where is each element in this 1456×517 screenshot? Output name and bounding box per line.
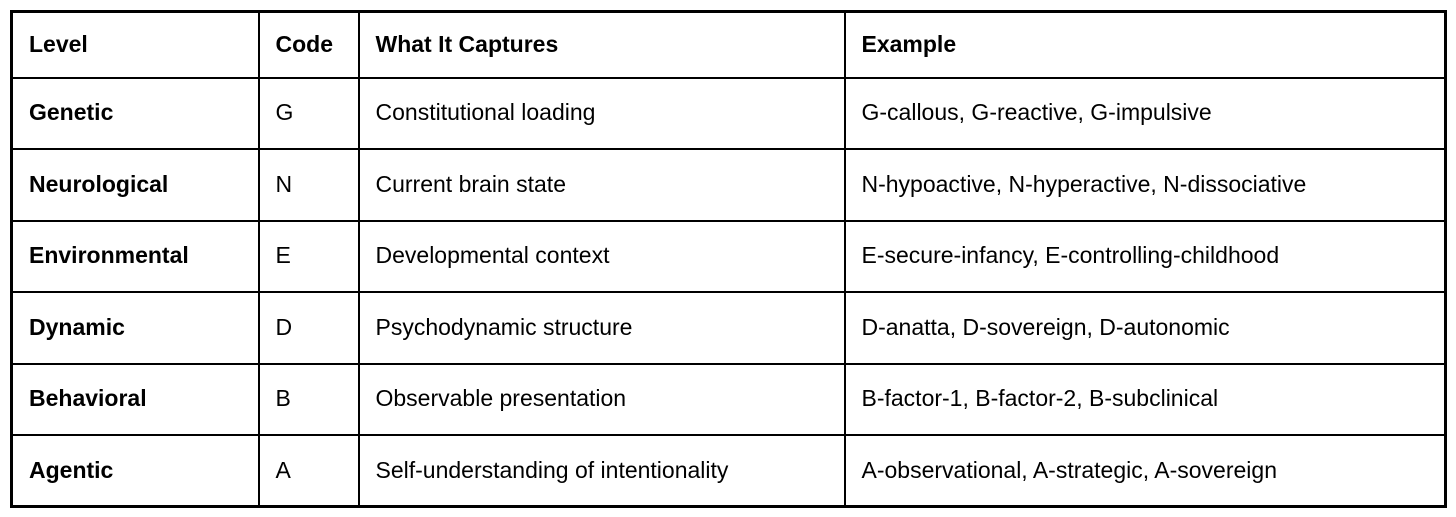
cell-example: D-anatta, D-sovereign, D-autonomic xyxy=(843,291,1447,365)
table-row: Genetic G Constitutional loading G-callo… xyxy=(10,76,1447,150)
cell-captures: Constitutional loading xyxy=(357,76,846,150)
cell-captures: Current brain state xyxy=(357,148,846,222)
cell-level: Agentic xyxy=(10,434,260,508)
cell-level: Dynamic xyxy=(10,291,260,365)
column-header-captures: What It Captures xyxy=(357,10,846,79)
cell-code: G xyxy=(257,76,360,150)
column-header-code: Code xyxy=(257,10,360,79)
cell-example: E-secure-infancy, E-controlling-childhoo… xyxy=(843,219,1447,293)
cell-example: A-observational, A-strategic, A-sovereig… xyxy=(843,434,1447,508)
column-header-example: Example xyxy=(843,10,1447,79)
cell-level: Neurological xyxy=(10,148,260,222)
table-row: Behavioral B Observable presentation B-f… xyxy=(10,362,1447,436)
cell-example: G-callous, G-reactive, G-impulsive xyxy=(843,76,1447,150)
table-row: Environmental E Developmental context E-… xyxy=(10,219,1447,293)
cell-code: N xyxy=(257,148,360,222)
cell-example: B-factor-1, B-factor-2, B-subclinical xyxy=(843,362,1447,436)
table-header-row: Level Code What It Captures Example xyxy=(10,10,1447,79)
levels-table: Level Code What It Captures Example Gene… xyxy=(10,10,1447,508)
column-header-level: Level xyxy=(10,10,260,79)
table-row: Neurological N Current brain state N-hyp… xyxy=(10,148,1447,222)
cell-code: E xyxy=(257,219,360,293)
cell-code: A xyxy=(257,434,360,508)
cell-captures: Observable presentation xyxy=(357,362,846,436)
cell-level: Environmental xyxy=(10,219,260,293)
cell-code: D xyxy=(257,291,360,365)
table-row: Dynamic D Psychodynamic structure D-anat… xyxy=(10,291,1447,365)
cell-captures: Psychodynamic structure xyxy=(357,291,846,365)
cell-level: Behavioral xyxy=(10,362,260,436)
cell-captures: Developmental context xyxy=(357,219,846,293)
levels-code-table: Level Code What It Captures Example Gene… xyxy=(10,10,1447,508)
cell-code: B xyxy=(257,362,360,436)
cell-captures: Self-understanding of intentionality xyxy=(357,434,846,508)
table-row: Agentic A Self-understanding of intentio… xyxy=(10,434,1447,508)
cell-example: N-hypoactive, N-hyperactive, N-dissociat… xyxy=(843,148,1447,222)
cell-level: Genetic xyxy=(10,76,260,150)
